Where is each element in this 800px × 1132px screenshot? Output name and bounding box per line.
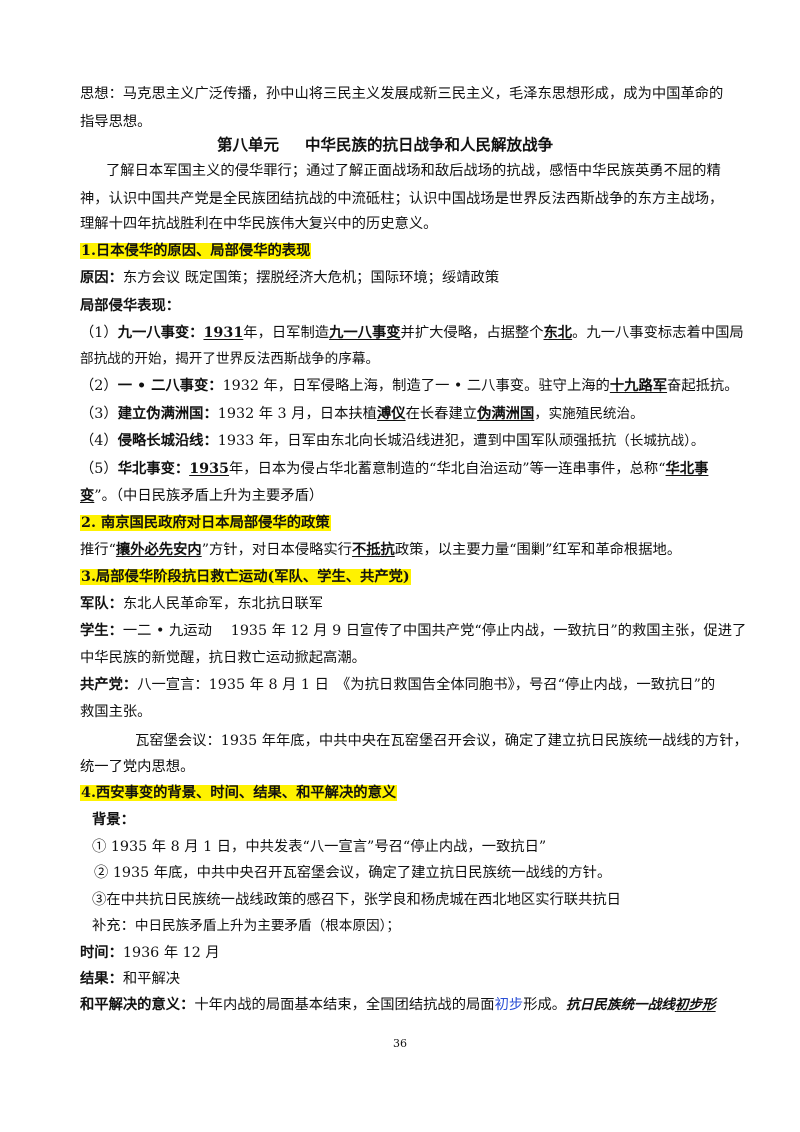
text-line: 了解日本军国主义的侵华罪行；通过了解正面战场和敌后战场的抗战，感悟中华民族英勇不… — [106, 163, 721, 179]
text-line: 时间：1936 年 12 月 — [80, 945, 220, 961]
text-line: 补充：中日民族矛盾上升为主要矛盾（根本原因）； — [92, 918, 400, 934]
list-item: ① 1935 年 8 月 1 日，中共发表“八一宣言”号召“停止内战，一致抗日” — [92, 839, 547, 855]
list-item: （4）侵略长城沿线：1933 年，日军由东北向长城沿线进犯，遭到中国军队顽强抵抗… — [80, 433, 705, 449]
section-heading: 3.局部侵华阶段抗日救亡运动(军队、学生、共产党) — [80, 569, 411, 585]
text-line: 军队：东北人民革命军，东北抗日联军 — [80, 596, 324, 612]
text-line: 部抗战的开始，揭开了世界反法西斯战争的序幕。 — [80, 351, 380, 367]
text-line: 统一了党内思想。 — [80, 759, 195, 775]
text-line: 神，认识中国共产党是全民族团结抗战的中流砥柱；认识中国战场是世界反法西斯战争的东… — [80, 191, 724, 207]
section-heading: 1.日本侵华的原因、局部侵华的表现 — [80, 243, 312, 259]
text-line: 中华民族的新觉醒，抗日救亡运动掀起高潮。 — [80, 650, 366, 666]
list-item: ② 1935 年底，中共中央召开瓦窑堡会议，确定了建立抗日民族统一战线的方针。 — [94, 865, 612, 881]
text-line: 变”。（中日民族矛盾上升为主要矛盾） — [80, 488, 324, 504]
page-number: 36 — [393, 1037, 407, 1050]
text-line: 救国主张。 — [80, 704, 152, 720]
list-item: （1）九一八事变：1931年，日军制造九一八事变并扩大侵略，占据整个东北。九一八… — [80, 325, 744, 341]
list-item: ③在中共抗日民族统一战线政策的感召下，张学良和杨虎城在西北地区实行联共抗日 — [92, 892, 621, 908]
text-line: 学生：一二 • 九运动 1935 年 12 月 9 日宣传了中国共产党“停止内战… — [80, 623, 747, 639]
subheading: 背景： — [92, 812, 135, 828]
subheading: 局部侵华表现： — [80, 298, 181, 314]
text-line: 结果：和平解决 — [80, 971, 181, 987]
text-line: 指导思想。 — [80, 114, 152, 130]
text-line: 原因：东方会议 既定国策；摆脱经济大危机；国际环境；绥靖政策 — [80, 270, 500, 286]
section-heading: 2. 南京国民政府对日本局部侵华的政策 — [80, 515, 331, 531]
text-line: 推行“攘外必先安内”方针，对日本侵略实行不抵抗政策，以主要力量“围剿”红军和革命… — [80, 542, 682, 558]
text-line: 瓦窑堡会议：1935 年年底，中共中央在瓦窑堡召开会议，确定了建立抗日民族统一战… — [135, 733, 748, 749]
unit-title: 第八单元中华民族的抗日战争和人民解放战争 — [217, 135, 554, 154]
list-item: （3）建立伪满洲国：1932 年 3 月，日本扶植溥仪在长春建立伪满洲国，实施殖… — [80, 406, 644, 422]
section-heading: 4.西安事变的背景、时间、结果、和平解决的意义 — [80, 785, 398, 801]
list-item: （2）一 • 二八事变：1932 年，日军侵略上海，制造了一 • 二八事变。驻守… — [80, 378, 739, 394]
text-line: 思想：马克思主义广泛传播，孙中山将三民主义发展成新三民主义，毛泽东思想形成，成为… — [80, 86, 724, 102]
text-line: 理解十四年抗战胜利在中华民族伟大复兴中的历史意义。 — [80, 216, 438, 232]
text-line: 和平解决的意义：十年内战的局面基本结束，全国团结抗战的局面初步形成。抗日民族统一… — [80, 997, 716, 1013]
list-item: （5）华北事变：1935年，日本为侵占华北蓄意制造的“华北自治运动”等一连串事件… — [80, 461, 709, 477]
text-line: 共产党：八一宣言：1935 年 8 月 1 日 《为抗日救国告全体同胞书》，号召… — [80, 677, 716, 693]
